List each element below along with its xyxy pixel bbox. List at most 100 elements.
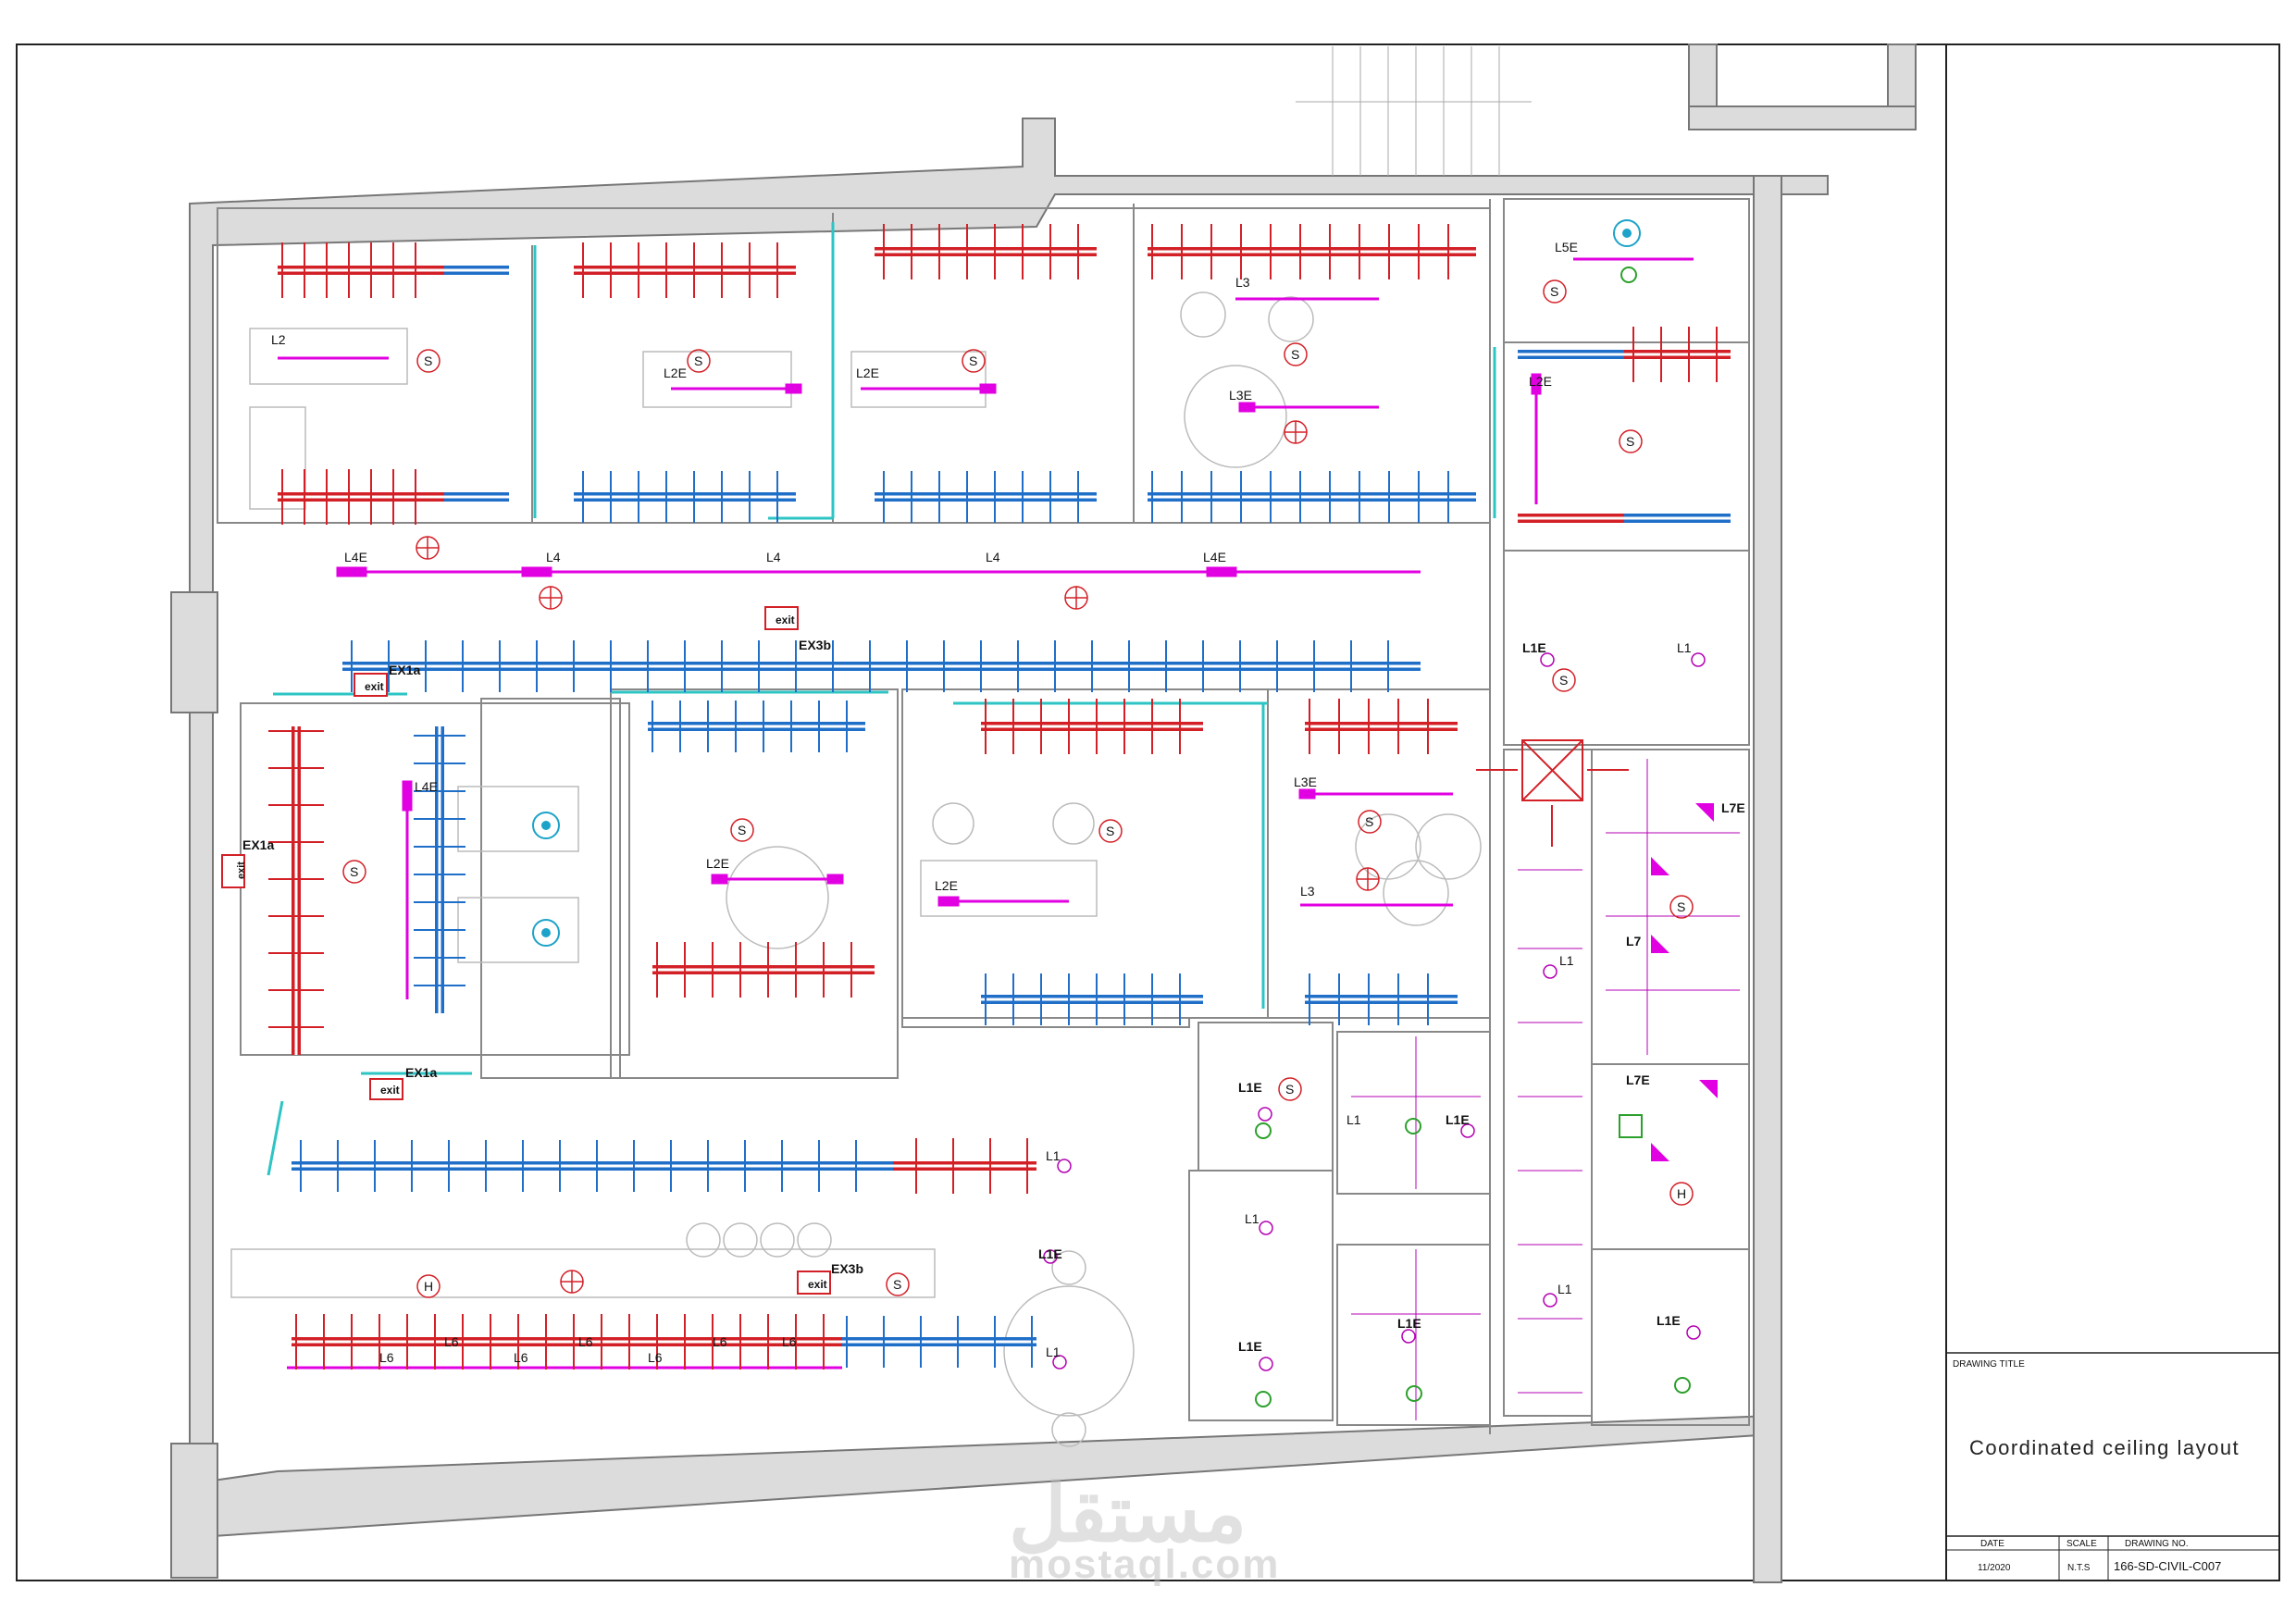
label-l1-b: L1 (1046, 1345, 1061, 1359)
speakers-center (541, 229, 1632, 937)
sensor-s-7: S (1559, 673, 1568, 688)
downlights (1043, 652, 1706, 1371)
label-l4e-c: L4E (415, 779, 438, 794)
label-l2e-b: L2E (856, 366, 879, 380)
sensor-s-12: S (1677, 899, 1685, 914)
label-l1-e: L1 (1347, 1112, 1361, 1127)
ceiling-grid (1351, 759, 1740, 1420)
sensor-s-6: S (1626, 434, 1634, 449)
label-l4e-a: L4E (344, 550, 367, 564)
building-walls (170, 43, 1917, 1583)
linear-lights (278, 257, 1694, 1370)
label-l1e-c: L1E (1238, 1080, 1262, 1095)
label-l6-f: L6 (648, 1350, 663, 1365)
label-l4-a: L4 (546, 550, 561, 564)
watermark-arabic: مستقل (1009, 1469, 1247, 1558)
label-l2e-c: L2E (1529, 374, 1552, 389)
drawing-no-caption: DRAWING NO. (2125, 1539, 2189, 1549)
date-caption: DATE (1980, 1539, 2004, 1549)
label-l1e-f: L1E (1397, 1316, 1421, 1331)
label-l2e-d: L2E (706, 856, 729, 871)
scale-caption: SCALE (2066, 1539, 2097, 1549)
label-l2e-e: L2E (935, 878, 958, 893)
heat-h-2: H (1677, 1186, 1686, 1201)
sensor-markers: S S S S S S S S S S S S S S H H (342, 279, 1694, 1298)
toilet-exhaust (1255, 267, 1691, 1407)
sensor-s-2: S (694, 353, 702, 368)
label-l7: L7 (1626, 934, 1642, 948)
sensor-s-1: S (424, 353, 432, 368)
sensor-s-11: S (1365, 814, 1373, 829)
heat-h-1: H (424, 1279, 433, 1294)
label-l1-g: L1 (1558, 1282, 1572, 1296)
exit-signs (221, 606, 831, 1295)
svg-text:exit: exit (365, 680, 384, 693)
speakers (532, 219, 1641, 947)
supply-ducts (278, 247, 1731, 1346)
label-l1-d: L1 (1559, 953, 1574, 968)
l7e-fixtures (1651, 803, 1718, 1161)
label-l1-c: L1 (1677, 640, 1692, 655)
sensor-s-5: S (1550, 284, 1558, 299)
title-block: DRAWING TITLE Coordinated ceiling layout… (1946, 1352, 2279, 1581)
label-l3e-b: L3E (1294, 775, 1317, 789)
svg-text:exit: exit (236, 862, 247, 879)
label-l2: L2 (271, 332, 286, 347)
staircase (1296, 46, 1532, 176)
label-l1-f: L1 (1245, 1211, 1260, 1226)
exhaust-fans (416, 420, 1380, 1294)
drawing-no-value: 166-SD-CIVIL-C007 (2114, 1559, 2221, 1573)
sensor-s-13: S (1285, 1082, 1294, 1097)
sensor-s-3: S (969, 353, 977, 368)
label-l1e-e: L1E (1238, 1339, 1262, 1354)
label-ex1a-b: EX1a (242, 837, 274, 852)
label-l4-c: L4 (986, 550, 1000, 564)
label-l1e-d: L1E (1446, 1112, 1470, 1127)
label-l1-a: L1 (1046, 1148, 1061, 1163)
label-l6-d: L6 (379, 1350, 394, 1365)
svg-text:exit: exit (808, 1278, 827, 1291)
svg-text:exit: exit (776, 614, 795, 626)
plan-labels: L2 L2E L2E L3 L3E L5E L2E L4E L4 L4 L4 L… (242, 240, 1745, 1365)
label-l6-b: L6 (578, 1334, 593, 1349)
exit-sign-text: exit exit exit exit exit (236, 614, 827, 1291)
label-ex1a-a: EX1a (389, 663, 420, 677)
label-l1e-b: L1E (1522, 640, 1546, 655)
watermark: مستقل mostaql.com (1009, 1469, 1280, 1587)
label-ex3b-a: EX3b (799, 638, 831, 652)
sensor-s-4: S (1291, 347, 1299, 362)
sensor-s-8: S (350, 864, 358, 879)
scale-value: N.T.S (2067, 1563, 2091, 1573)
return-ducts-inner (292, 268, 1731, 1344)
label-l6-c: L6 (713, 1334, 727, 1349)
watermark-latin: mostaql.com (1009, 1542, 1280, 1587)
drawing-title: Coordinated ceiling layout (1969, 1436, 2240, 1459)
date-value: 11/2020 (1978, 1563, 2011, 1573)
label-l5e: L5E (1555, 240, 1578, 254)
label-l6-a: L6 (444, 1334, 459, 1349)
access-hatch (1476, 739, 1629, 847)
svg-text:exit: exit (380, 1084, 400, 1097)
label-l1e-a: L1E (1038, 1246, 1062, 1261)
return-diffusers (300, 471, 1449, 1368)
label-l3: L3 (1235, 275, 1250, 290)
label-l4-b: L4 (766, 550, 781, 564)
label-ex3b-b: EX3b (831, 1261, 863, 1276)
glass-partitions (267, 222, 1496, 1176)
label-ex1a-c: EX1a (405, 1065, 437, 1080)
sensor-s-9: S (738, 823, 746, 837)
return-ducts (292, 266, 1731, 1346)
supply-diffusers (268, 224, 1718, 1370)
label-l1e-g: L1E (1657, 1313, 1681, 1328)
floor-plan (170, 43, 1917, 1583)
sheet-outer-border (16, 43, 2280, 1581)
sensor-s-10: S (1106, 824, 1114, 838)
label-l2e-a: L2E (664, 366, 687, 380)
label-l3-b: L3 (1300, 884, 1315, 899)
label-l3e: L3E (1229, 388, 1252, 403)
label-l6-e: L6 (514, 1350, 528, 1365)
drawing-title-caption: DRAWING TITLE (1953, 1359, 2025, 1370)
label-l7e-a: L7E (1721, 800, 1745, 815)
supply-ducts-inner (278, 250, 1731, 1344)
